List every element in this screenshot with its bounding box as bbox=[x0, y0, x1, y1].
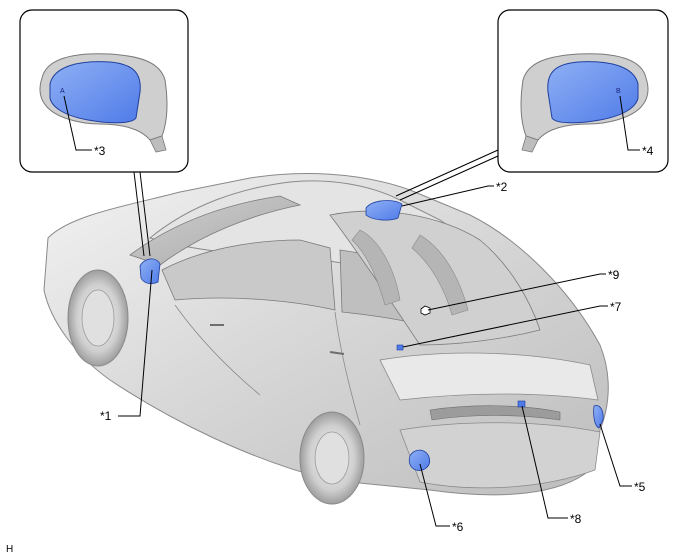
leader-line-8 bbox=[521, 405, 568, 519]
figure-corner-label: H bbox=[6, 544, 13, 555]
callout-5: *5 bbox=[634, 480, 646, 494]
leader-line-2 bbox=[401, 185, 494, 207]
leader-line-7 bbox=[402, 305, 608, 348]
rear-camera-part-8 bbox=[517, 400, 526, 408]
leader-line-3 bbox=[63, 95, 92, 151]
leader-line-6 bbox=[419, 463, 450, 527]
mirror-mark-a: A bbox=[60, 88, 65, 95]
callout-6: *6 bbox=[452, 520, 464, 534]
callout-9: *9 bbox=[608, 268, 620, 282]
callout-8: *8 bbox=[570, 512, 582, 526]
right-rear-sensor-part-5 bbox=[593, 405, 604, 429]
interior-part-9 bbox=[420, 305, 431, 316]
car-body bbox=[43, 173, 609, 496]
callout-4: *4 bbox=[642, 144, 654, 158]
inner-mirror-part bbox=[365, 200, 403, 221]
inset-connector-lines bbox=[133, 149, 499, 257]
leader-line-5 bbox=[599, 423, 632, 487]
left-rear-sensor-part-6 bbox=[408, 449, 431, 471]
leader-line-9 bbox=[427, 273, 606, 311]
rear-sensor-part-7 bbox=[396, 344, 404, 351]
inset-left-mirror: A bbox=[19, 9, 189, 173]
callout-7: *7 bbox=[610, 300, 622, 314]
leader-line-4 bbox=[619, 95, 640, 151]
left-outer-mirror-part bbox=[139, 258, 161, 285]
mirror-mark-b: B bbox=[616, 88, 621, 95]
leader-lines bbox=[63, 95, 640, 527]
rear-wheel bbox=[299, 411, 365, 505]
callout-1: *1 bbox=[100, 409, 112, 423]
front-wheel bbox=[67, 269, 129, 367]
callout-3: *3 bbox=[94, 144, 106, 158]
callout-2: *2 bbox=[496, 180, 508, 194]
leader-line-1 bbox=[118, 269, 153, 417]
